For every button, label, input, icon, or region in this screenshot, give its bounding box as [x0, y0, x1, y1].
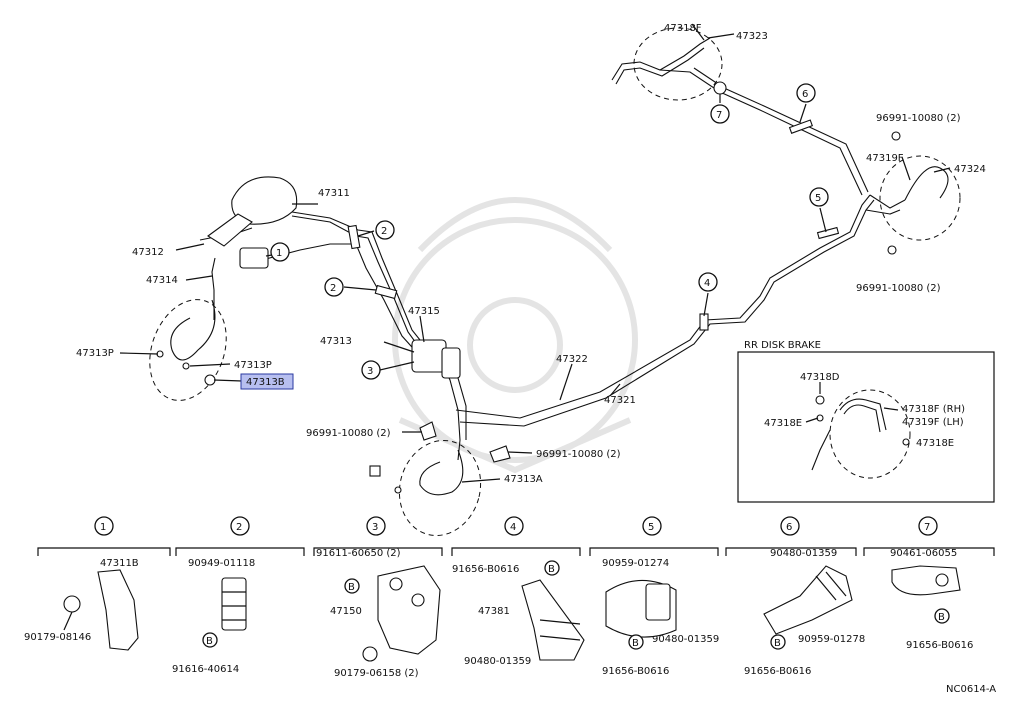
svg-text:7: 7	[716, 110, 722, 121]
label-47313[interactable]: 47313	[320, 336, 352, 347]
part-labels: 47311 47312 47314 47313P 47313P 47313B 4…	[76, 23, 986, 485]
svg-text:2: 2	[381, 226, 387, 237]
legend5-part-a[interactable]: 90959-01274	[602, 558, 669, 569]
label-47313b[interactable]: 47313B	[246, 377, 285, 388]
callout-2-left[interactable]: 2	[324, 277, 344, 297]
svg-text:B: B	[938, 612, 945, 623]
rear-top-brake[interactable]	[611, 27, 723, 101]
legend: 1 47311B 90179-08146 2 90949-01118 91616…	[24, 516, 996, 695]
legend4-part-c[interactable]: 90480-01359	[464, 656, 531, 667]
legend6-part-a[interactable]: 90480-01359	[770, 548, 837, 559]
label-47313p-left[interactable]: 47313P	[76, 348, 114, 359]
callout-5[interactable]: 5	[809, 187, 829, 207]
svg-text:5: 5	[648, 522, 654, 533]
label-96991-left[interactable]: 96991-10080 (2)	[306, 428, 391, 439]
legend7-part-a[interactable]: 90461-06055	[890, 548, 957, 559]
svg-text:B: B	[348, 582, 355, 593]
inset-label-47319f-lh[interactable]: 47319F (LH)	[902, 417, 964, 428]
label-47315[interactable]: 47315	[408, 306, 440, 317]
callout-7[interactable]: 7	[710, 104, 730, 124]
label-47322[interactable]: 47322	[556, 354, 588, 365]
svg-text:6: 6	[786, 522, 792, 533]
legend-group-6[interactable]: 6 90480-01359 90959-01278 91656-B0616 B	[744, 516, 865, 677]
inset-label-47318e-left[interactable]: 47318E	[764, 418, 802, 429]
label-47318f-top[interactable]: 47318F	[664, 23, 702, 34]
svg-text:6: 6	[802, 89, 808, 100]
svg-text:4: 4	[510, 522, 516, 533]
callouts: 1 2 2 3 4 5 6 7	[270, 83, 829, 380]
label-47314[interactable]: 47314	[146, 275, 178, 286]
front-left-brake[interactable]	[136, 289, 239, 411]
legend4-part-b[interactable]: 47381	[478, 606, 510, 617]
inset-label-47318f-rh[interactable]: 47318F (RH)	[902, 404, 965, 415]
label-96991-bottom-right[interactable]: 96991-10080 (2)	[856, 283, 941, 294]
legend3-part-a[interactable]: 91611-60650 (2)	[316, 548, 401, 559]
legend5-part-c[interactable]: 91656-B0616	[602, 666, 669, 677]
legend-group-1[interactable]: 1 47311B 90179-08146	[24, 516, 139, 651]
master-cylinder[interactable]	[207, 176, 298, 247]
label-47313p-right[interactable]: 47313P	[234, 360, 272, 371]
svg-text:B: B	[548, 564, 555, 575]
leader-lines	[119, 23, 951, 483]
label-47311[interactable]: 47311	[318, 188, 350, 199]
label-47319f[interactable]: 47319F	[866, 153, 904, 164]
legend3-part-c[interactable]: 90179-06158 (2)	[334, 668, 419, 679]
svg-text:3: 3	[372, 522, 378, 533]
legend1-part-b[interactable]: 90179-08146	[24, 632, 91, 643]
inset-label-47318d[interactable]: 47318D	[800, 372, 840, 383]
label-47324[interactable]: 47324	[954, 164, 986, 175]
legend3-part-b[interactable]: 47150	[330, 606, 362, 617]
inset-rr-disk-brake: RR DISK BRAKE 47318D 47318E 47318F (RH) …	[737, 340, 995, 503]
legend2-part-b[interactable]: 91616-40614	[172, 664, 239, 675]
legend-group-5[interactable]: 5 90959-01274 90480-01359 91656-B0616 B	[602, 516, 719, 677]
svg-text:2: 2	[330, 283, 336, 294]
svg-text:5: 5	[815, 193, 821, 204]
junction-block[interactable]	[411, 339, 461, 379]
legend2-part-a[interactable]: 90949-01118	[188, 558, 255, 569]
label-47312[interactable]: 47312	[132, 247, 164, 258]
legend-group-3[interactable]: 3 91611-60650 (2) 47150 90179-06158 (2) …	[316, 516, 441, 679]
svg-text:1: 1	[100, 522, 106, 533]
legend5-part-b[interactable]: 90480-01359	[652, 634, 719, 645]
legend4-part-a[interactable]: 91656-B0616	[452, 564, 519, 575]
label-47313a[interactable]: 47313A	[504, 474, 543, 485]
watermark-logo	[392, 197, 638, 474]
highlight-47313b	[240, 373, 294, 390]
legend6-part-c[interactable]: 91656-B0616	[744, 666, 811, 677]
label-96991-mid[interactable]: 96991-10080 (2)	[536, 449, 621, 460]
diagram-code: NC0614-A	[946, 684, 996, 695]
svg-text:B: B	[774, 638, 781, 649]
inset-title: RR DISK BRAKE	[744, 340, 821, 351]
legend7-part-b[interactable]: 91656-B0616	[906, 640, 973, 651]
brake-pipes	[199, 67, 906, 461]
rear-right-brake[interactable]	[879, 131, 961, 255]
label-96991-top-right[interactable]: 96991-10080 (2)	[876, 113, 961, 124]
callout-2-top[interactable]: 2	[375, 220, 395, 240]
svg-text:4: 4	[704, 278, 710, 289]
label-47321[interactable]: 47321	[604, 395, 636, 406]
callout-4[interactable]: 4	[698, 272, 718, 292]
front-right-brake[interactable]	[369, 431, 491, 544]
legend6-part-b[interactable]: 90959-01278	[798, 634, 865, 645]
legend1-part-a[interactable]: 47311B	[100, 558, 139, 569]
pipe-clips	[347, 81, 840, 463]
proportioning-valve[interactable]	[239, 247, 269, 269]
callout-1[interactable]: 1	[270, 242, 290, 262]
svg-text:B: B	[632, 638, 639, 649]
legend-group-7[interactable]: 7 90461-06055 91656-B0616 B	[890, 516, 973, 651]
svg-text:7: 7	[924, 522, 930, 533]
svg-text:2: 2	[236, 522, 242, 533]
label-47323[interactable]: 47323	[736, 31, 768, 42]
legend-group-4[interactable]: 4 91656-B0616 B 47381 90480-01359	[452, 516, 585, 667]
legend-group-2[interactable]: 2 90949-01118 91616-40614 B	[172, 516, 255, 675]
inset-label-47318e-right[interactable]: 47318E	[916, 438, 954, 449]
svg-text:1: 1	[276, 248, 282, 259]
callout-3[interactable]: 3	[361, 360, 381, 380]
svg-text:3: 3	[367, 366, 373, 377]
svg-text:B: B	[206, 636, 213, 647]
callout-6[interactable]: 6	[796, 83, 816, 103]
